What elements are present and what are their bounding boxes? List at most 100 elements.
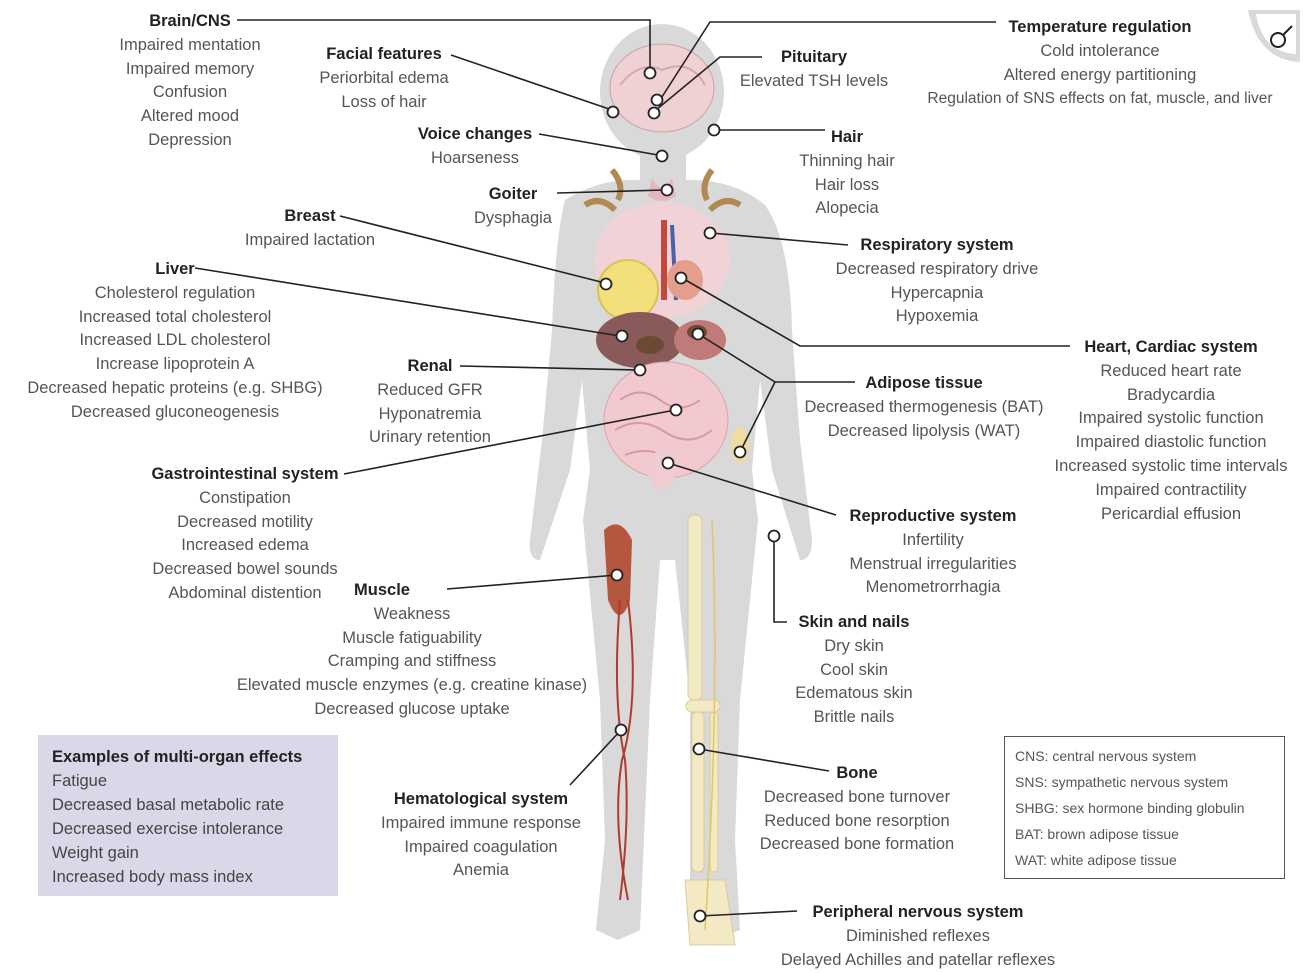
callout-title: Respiratory system (822, 234, 1052, 258)
callout-item: Alopecia (787, 197, 907, 221)
callout-item: Edematous skin (786, 682, 922, 706)
callout-heart: Heart, Cardiac system Reduced heart rate… (1040, 336, 1302, 526)
callout-item: Diminished reflexes (760, 925, 1076, 949)
abbreviation-item: WAT: white adipose tissue (1015, 847, 1274, 873)
callout-item: Increased edema (135, 534, 355, 558)
callout-item: Cramping and stiffness (218, 650, 606, 674)
callout-bone: Bone Decreased bone turnover Reduced bon… (748, 762, 966, 857)
abbreviation-item: BAT: brown adipose tissue (1015, 821, 1274, 847)
callout-adipose-tissue: Adipose tissue Decreased thermogenesis (… (793, 372, 1055, 443)
callout-title: Reproductive system (828, 505, 1038, 529)
callout-title: Voice changes (405, 123, 545, 147)
callout-item: Elevated TSH levels (734, 70, 894, 94)
callout-item: Urinary retention (360, 426, 500, 450)
abbreviations-legend: CNS: central nervous system SNS: sympath… (1004, 736, 1285, 879)
callout-item: Periorbital edema (304, 67, 464, 91)
callout-liver: Liver Cholesterol regulation Increased t… (10, 258, 340, 425)
callout-title: Bone (748, 762, 966, 786)
callout-item: Decreased bone turnover (748, 786, 966, 810)
callout-title: Hematological system (366, 788, 596, 812)
callout-pituitary: Pituitary Elevated TSH levels (734, 46, 894, 94)
callout-item: Confusion (110, 81, 270, 105)
callout-item: Constipation (135, 487, 355, 511)
callout-item: Muscle fatiguability (218, 627, 606, 651)
callout-item: Depression (110, 129, 270, 153)
callout-item: Increased total cholesterol (10, 306, 340, 330)
callout-item: Dry skin (786, 635, 922, 659)
callout-item: Decreased hepatic proteins (e.g. SHBG) (10, 377, 340, 401)
callout-title: Breast (230, 205, 390, 229)
callout-item: Decreased respiratory drive (822, 258, 1052, 282)
callout-peripheral-nervous: Peripheral nervous system Diminished ref… (760, 901, 1076, 972)
callout-item: Decreased motility (135, 511, 355, 535)
callout-title: Liver (10, 258, 340, 282)
callout-title: Heart, Cardiac system (1040, 336, 1302, 360)
box-item: Decreased exercise intolerance (52, 817, 324, 841)
callout-item: Dysphagia (463, 207, 563, 231)
callout-item: Impaired coagulation (366, 836, 596, 860)
box-item: Fatigue (52, 769, 324, 793)
box-item: Increased body mass index (52, 865, 324, 889)
callout-title: Skin and nails (786, 611, 922, 635)
callout-item: Impaired immune response (366, 812, 596, 836)
callout-hematological: Hematological system Impaired immune res… (366, 788, 596, 883)
callout-item: Altered energy partitioning (900, 64, 1300, 88)
callout-renal: Renal Reduced GFR Hyponatremia Urinary r… (360, 355, 500, 450)
callout-item: Decreased bone formation (748, 833, 966, 857)
callout-skin-nails: Skin and nails Dry skin Cool skin Edemat… (786, 611, 922, 730)
callout-title: Pituitary (734, 46, 894, 70)
callout-item: Cold intolerance (900, 40, 1300, 64)
box-title: Examples of multi-organ effects (52, 745, 324, 769)
callout-temperature-regulation: Temperature regulation Cold intolerance … (900, 16, 1300, 111)
box-item: Decreased basal metabolic rate (52, 793, 324, 817)
callout-item: Reduced bone resorption (748, 810, 966, 834)
callout-item: Hoarseness (405, 147, 545, 171)
callout-item: Impaired contractility (1040, 479, 1302, 503)
callout-item: Bradycardia (1040, 384, 1302, 408)
callout-title: Facial features (304, 43, 464, 67)
callout-reproductive: Reproductive system Infertility Menstrua… (828, 505, 1038, 600)
callout-brain: Brain/CNS Impaired mentation Impaired me… (110, 10, 270, 153)
callout-facial-features: Facial features Periorbital edema Loss o… (304, 43, 464, 114)
callout-item: Thinning hair (787, 150, 907, 174)
callout-title: Brain/CNS (110, 10, 270, 34)
box-item: Weight gain (52, 841, 324, 865)
callout-title: Peripheral nervous system (760, 901, 1076, 925)
callout-item: Menometrorrhagia (828, 576, 1038, 600)
callout-item: Increased systolic time intervals (1040, 455, 1302, 479)
callout-title: Gastrointestinal system (135, 463, 355, 487)
callout-item: Decreased thermogenesis (BAT) (793, 396, 1055, 420)
callout-item: Reduced GFR (360, 379, 500, 403)
callout-item: Impaired lactation (230, 229, 390, 253)
callout-item: Impaired mentation (110, 34, 270, 58)
callout-item: Hair loss (787, 174, 907, 198)
multi-organ-effects-box: Examples of multi-organ effects Fatigue … (38, 735, 338, 896)
callout-item: Weakness (218, 603, 606, 627)
callout-item: Delayed Achilles and patellar reflexes (760, 949, 1076, 973)
callout-respiratory-system: Respiratory system Decreased respiratory… (822, 234, 1052, 329)
callout-item: Menstrual irregularities (828, 553, 1038, 577)
callout-item: Increased LDL cholesterol (10, 329, 340, 353)
callout-title: Renal (360, 355, 500, 379)
callout-item: Impaired memory (110, 58, 270, 82)
callout-item: Regulation of SNS effects on fat, muscle… (900, 87, 1300, 111)
callout-voice-changes: Voice changes Hoarseness (405, 123, 545, 171)
callout-item: Infertility (828, 529, 1038, 553)
callout-item: Pericardial effusion (1040, 503, 1302, 527)
callout-breast: Breast Impaired lactation (230, 205, 390, 253)
abbreviation-item: SHBG: sex hormone binding globulin (1015, 795, 1274, 821)
callout-item: Decreased glucose uptake (218, 698, 606, 722)
callout-item: Increase lipoprotein A (10, 353, 340, 377)
callout-item: Reduced heart rate (1040, 360, 1302, 384)
abbreviation-item: SNS: sympathetic nervous system (1015, 769, 1274, 795)
callout-item: Cholesterol regulation (10, 282, 340, 306)
callout-muscle: Muscle Weakness Muscle fatiguability Cra… (218, 579, 606, 722)
callout-title: Goiter (463, 183, 563, 207)
callout-title: Adipose tissue (793, 372, 1055, 396)
callout-goiter: Goiter Dysphagia (463, 183, 563, 231)
callout-title: Temperature regulation (900, 16, 1300, 40)
callout-item: Elevated muscle enzymes (e.g. creatine k… (218, 674, 606, 698)
callout-title: Muscle (218, 579, 606, 603)
callout-title: Hair (787, 126, 907, 150)
callout-item: Decreased lipolysis (WAT) (793, 420, 1055, 444)
